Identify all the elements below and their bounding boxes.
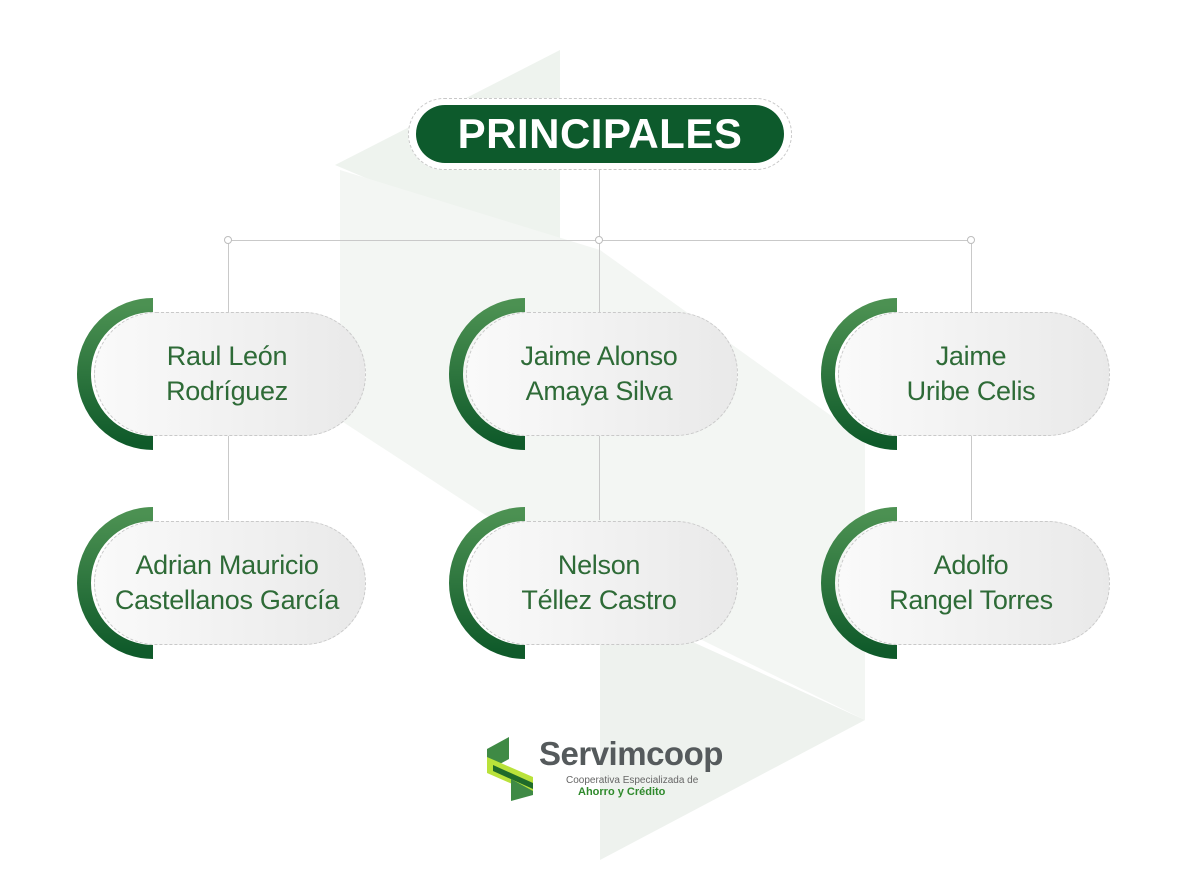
connector-dot [967,236,975,244]
logo-tagline: Ahorro y Crédito [578,786,666,798]
card-pill [466,312,738,436]
card-arc [77,507,154,659]
servimcoop-logo: Servimcoop Cooperativa Especializada de … [487,735,727,803]
connector [228,436,229,520]
connector-dot [224,236,232,244]
card-arc [821,507,898,659]
card-pill [466,521,738,645]
card-arc [821,298,898,450]
title-pill: PRINCIPALES [408,98,792,170]
name-line: Adolfo [933,550,1009,580]
connector [971,436,972,520]
name-line: Nelson [557,550,641,580]
connector [971,240,972,312]
card-pill [94,521,366,645]
bg-shape [600,600,865,860]
card-arc [77,298,154,450]
connector [599,240,600,312]
connector [599,436,600,520]
name-line: Castellanos García [114,585,340,615]
name-line: Rodríguez [166,376,288,406]
connector [599,170,600,240]
name-line: Jaime Alonso [520,341,678,371]
card-pill [838,312,1110,436]
logo-name: Servimcoop [539,735,723,772]
connector-dot [595,236,603,244]
name-line: Téllez Castro [521,585,677,615]
logo-subtitle: Cooperativa Especializada de [566,775,699,786]
name-line: Raul León [166,341,288,371]
card-pill [838,521,1110,645]
page-title: PRINCIPALES [416,105,784,163]
name-line: Rangel Torres [889,585,1053,615]
logo-mark-icon [487,737,533,801]
card-pill [94,312,366,436]
name-line: Adrian Mauricio [135,550,319,580]
name-line: Amaya Silva [525,376,673,406]
card-arc [449,507,526,659]
name-line: Jaime [935,341,1007,371]
connector [228,240,229,312]
card-arc [449,298,526,450]
name-line: Uribe Celis [906,376,1036,406]
